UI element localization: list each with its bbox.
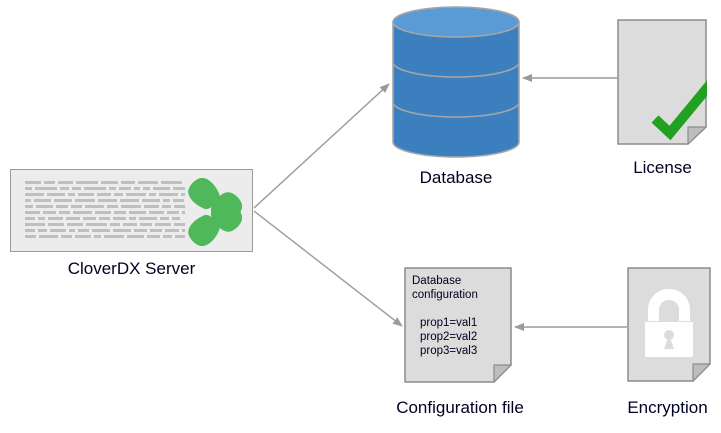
config-file-label: Configuration file	[396, 398, 524, 417]
check-icon	[651, 80, 707, 141]
server-text-line	[25, 199, 185, 205]
config-properties-list: prop1=val1 prop2=val2 prop3=val3	[420, 316, 510, 358]
lock-keyhole-icon	[664, 330, 674, 349]
server-text-line	[25, 205, 185, 211]
edge-server-to-config	[253, 210, 403, 327]
config-title-line1: Database	[412, 275, 462, 287]
database-label: Database	[419, 168, 493, 187]
server-text-line	[25, 211, 185, 217]
server-text-line	[25, 217, 185, 223]
encryption-label: Encryption	[627, 398, 708, 417]
clover-logo-icon	[188, 178, 242, 246]
server-text-line	[25, 235, 185, 241]
server-text-pattern	[25, 181, 185, 243]
config-file-node[interactable]	[404, 267, 512, 383]
config-property: prop1=val1	[420, 317, 478, 329]
config-property: prop2=val2	[420, 331, 478, 343]
server-text-line	[25, 223, 185, 229]
encryption-node[interactable]	[627, 267, 711, 382]
server-node[interactable]	[10, 169, 253, 252]
config-file-contents: Database configuration prop1=val1 prop2=…	[412, 274, 510, 358]
config-title-line2: configuration	[412, 289, 478, 301]
server-text-line	[25, 181, 185, 187]
server-text-line	[25, 229, 185, 235]
server-label: CloverDX Server	[67, 259, 196, 278]
edge-server-to-database	[253, 83, 390, 209]
license-node[interactable]	[617, 19, 707, 145]
server-text-line	[25, 187, 185, 193]
license-label: License	[633, 158, 692, 177]
config-property: prop3=val3	[420, 345, 478, 357]
server-text-line	[25, 193, 185, 199]
database-node[interactable]	[392, 6, 520, 158]
